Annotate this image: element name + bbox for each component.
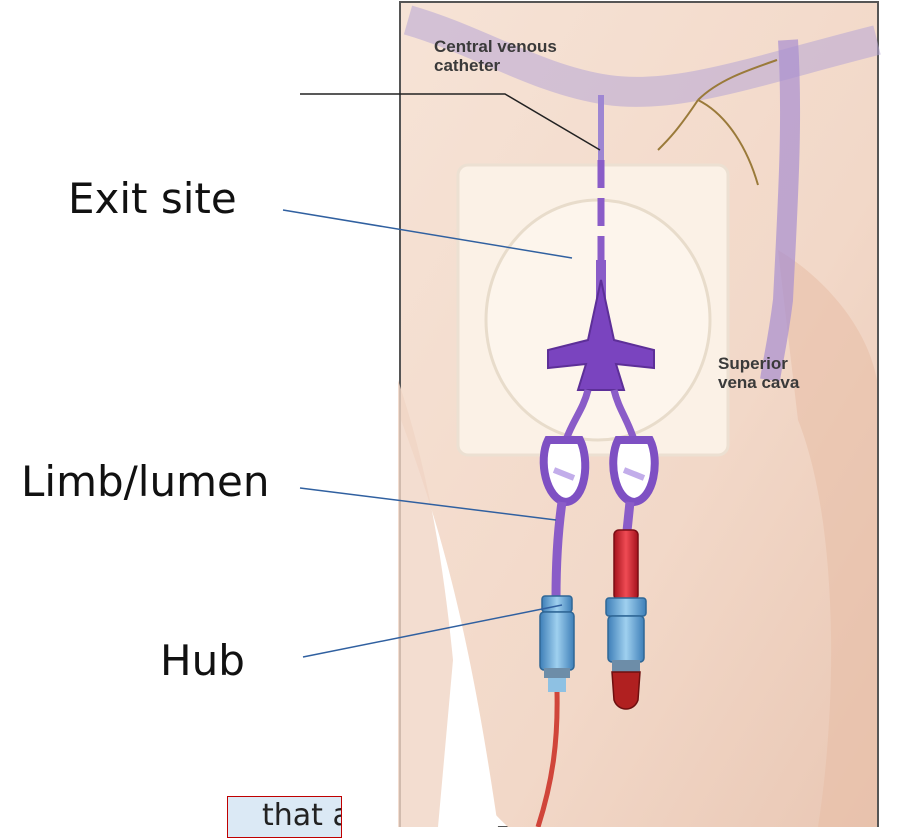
exit-site-leader (283, 210, 572, 258)
hub-label: Hub (160, 640, 245, 682)
cvc-pointer (300, 94, 600, 150)
hub-leader (303, 605, 562, 657)
limb-lumen-leader (300, 488, 556, 520)
exit-site-label: Exit site (68, 178, 237, 220)
note-box: that allows t (227, 796, 342, 838)
limb-lumen-label: Limb/lumen (21, 461, 269, 503)
